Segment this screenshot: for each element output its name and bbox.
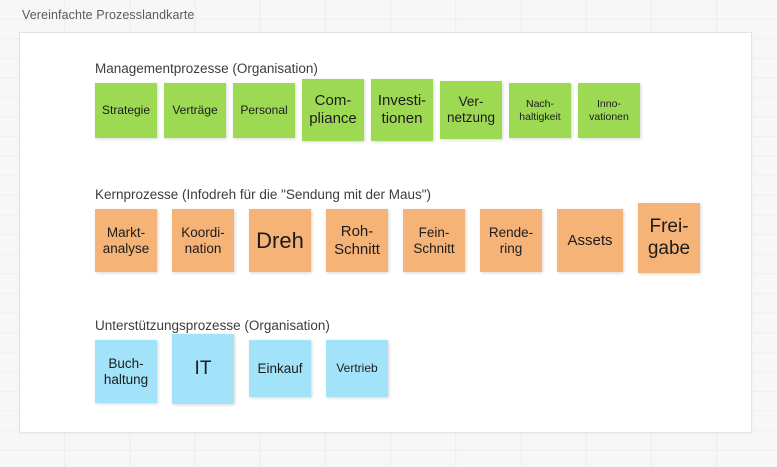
process-box-compliance[interactable]: Com-pliance bbox=[302, 79, 364, 141]
process-box-buchhaltung[interactable]: Buch-haltung bbox=[95, 340, 157, 403]
process-box-it[interactable]: IT bbox=[172, 334, 234, 404]
process-box-rohschnitt[interactable]: Roh-Schnitt bbox=[326, 209, 388, 272]
diagram-card: Managementprozesse (Organisation) Strate… bbox=[19, 32, 752, 433]
process-box-investitionen[interactable]: Investi-tionen bbox=[371, 79, 433, 141]
process-box-freigabe[interactable]: Frei-gabe bbox=[638, 203, 700, 273]
process-box-personal[interactable]: Personal bbox=[233, 83, 295, 138]
process-box-innovationen[interactable]: Inno-vationen bbox=[578, 83, 640, 138]
row-management: Strategie Verträge Personal Com-pliance … bbox=[95, 79, 640, 141]
process-box-dreh[interactable]: Dreh bbox=[249, 209, 311, 272]
process-box-rendering[interactable]: Rende-ring bbox=[480, 209, 542, 272]
section-heading-core: Kernprozesse (Infodreh für die "Sendung … bbox=[95, 187, 432, 202]
process-box-strategie[interactable]: Strategie bbox=[95, 83, 157, 138]
section-heading-support: Unterstützungsprozesse (Organisation) bbox=[95, 318, 330, 333]
process-box-nachhaltigkeit[interactable]: Nach-haltigkeit bbox=[509, 83, 571, 138]
row-support: Buch-haltung IT Einkauf Vertrieb bbox=[95, 334, 388, 404]
process-box-vertraege[interactable]: Verträge bbox=[164, 83, 226, 138]
page-title: Vereinfachte Prozesslandkarte bbox=[22, 8, 195, 22]
process-box-vertrieb[interactable]: Vertrieb bbox=[326, 340, 388, 397]
process-box-marktanalyse[interactable]: Markt-analyse bbox=[95, 209, 157, 272]
process-box-einkauf[interactable]: Einkauf bbox=[249, 340, 311, 397]
process-box-vernetzung[interactable]: Ver-netzung bbox=[440, 81, 502, 139]
process-box-assets[interactable]: Assets bbox=[557, 209, 623, 272]
process-box-feinschnitt[interactable]: Fein-Schnitt bbox=[403, 209, 465, 272]
section-heading-management: Managementprozesse (Organisation) bbox=[95, 61, 318, 76]
process-box-koordination[interactable]: Koordi-nation bbox=[172, 209, 234, 272]
row-core: Markt-analyse Koordi-nation Dreh Roh-Sch… bbox=[95, 203, 700, 273]
